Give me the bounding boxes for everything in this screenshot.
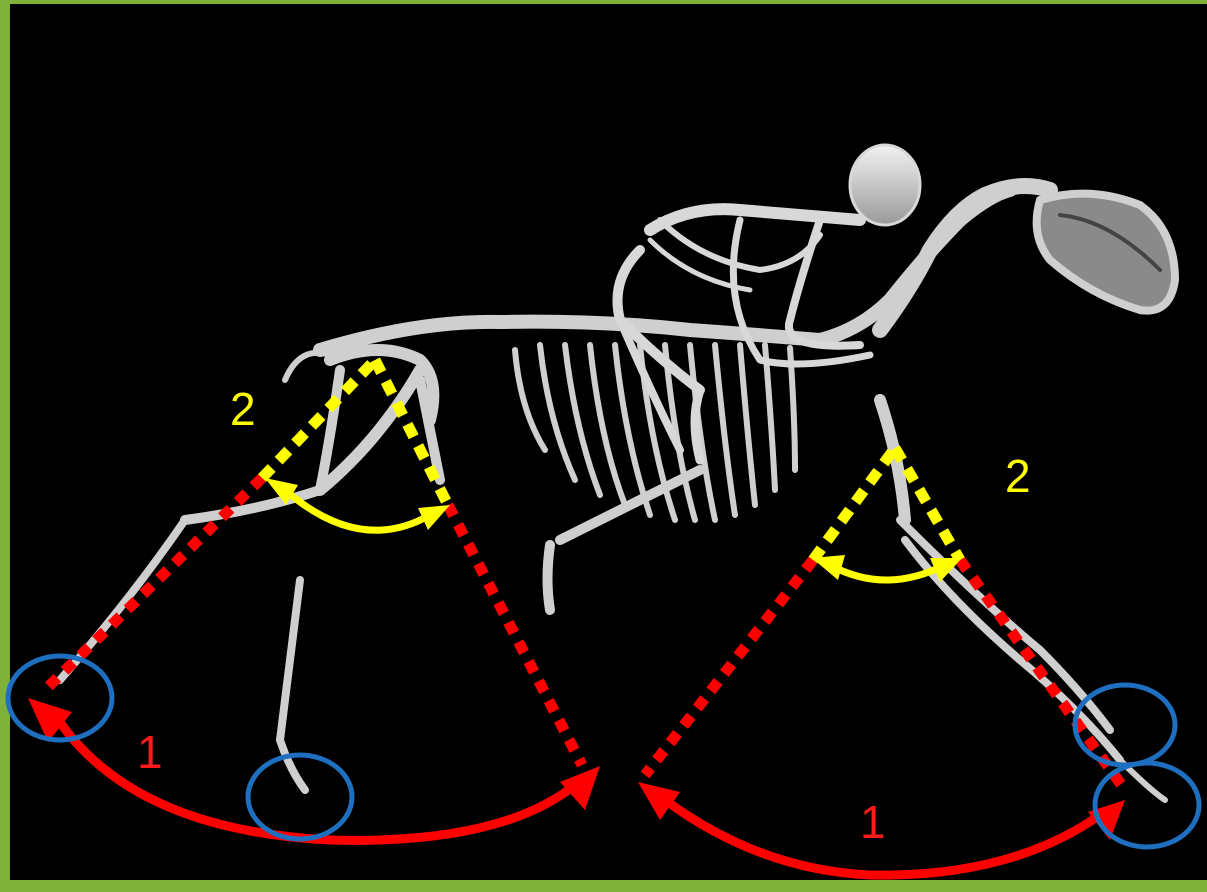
front-stride-line-right [960, 560, 1125, 790]
arrow-head-icon [812, 555, 845, 580]
front-angle-line-left [813, 448, 895, 560]
hind-hoof-circle [248, 755, 352, 839]
rear-joint-angle-label: 2 [230, 383, 256, 435]
rear-stride-label: 1 [137, 726, 163, 778]
front-stride-line-left [645, 560, 813, 775]
arrow-head-icon [418, 505, 450, 530]
stride-arrows [28, 698, 1125, 875]
arrow-head-icon [560, 766, 600, 810]
rear-stride-arrow [55, 715, 575, 840]
front-joint-angle-label: 2 [1005, 450, 1031, 502]
front-stride-label: 1 [860, 796, 886, 848]
